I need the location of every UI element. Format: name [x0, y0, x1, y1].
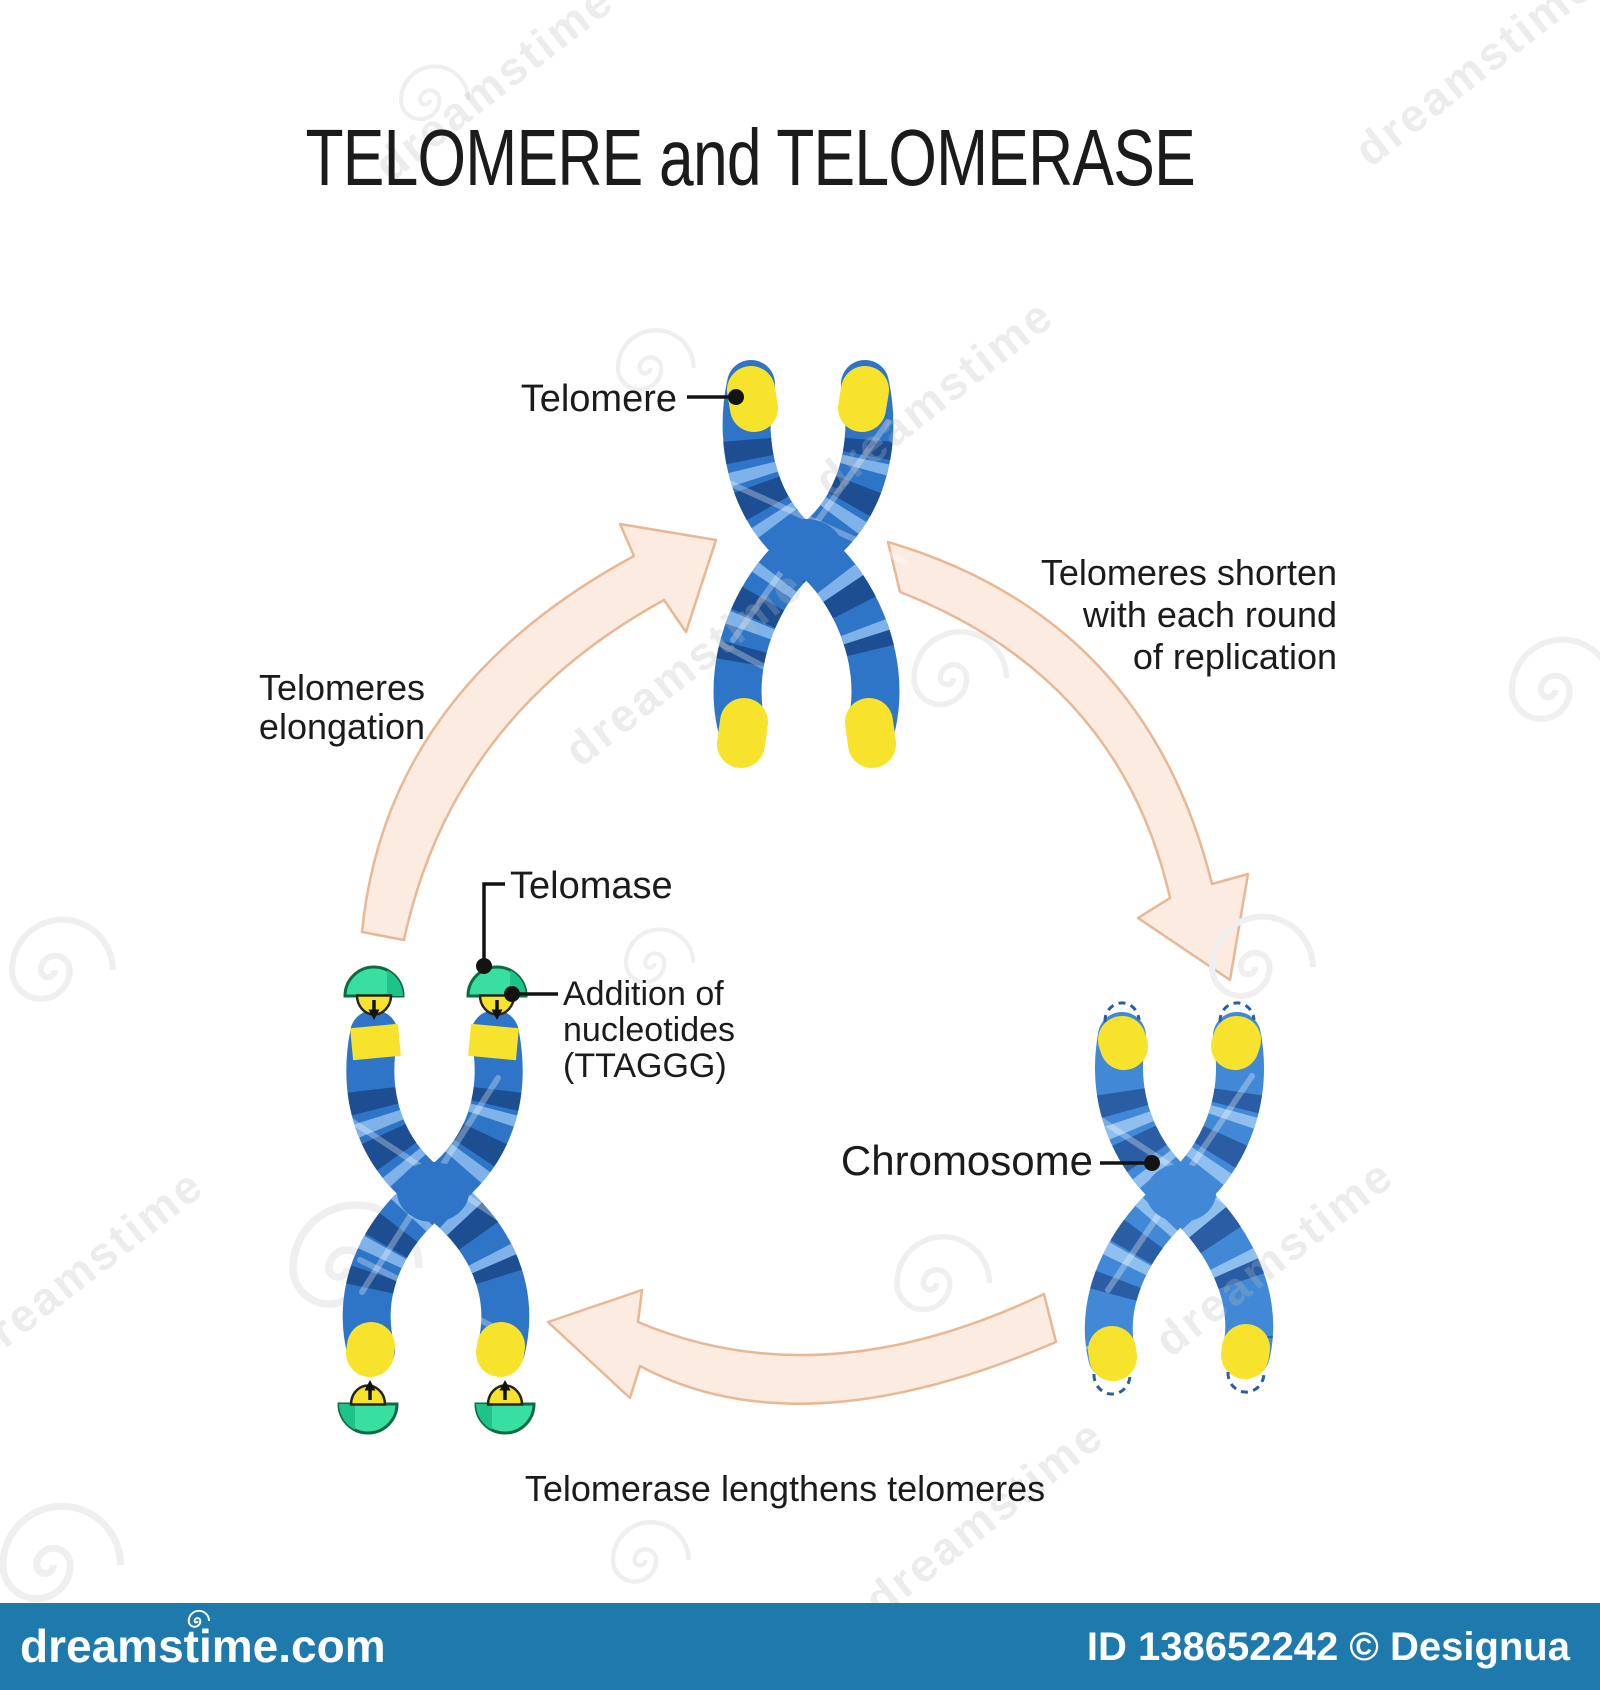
label-chromosome: Chromosome	[840, 1137, 1093, 1184]
label-line: Telomeres	[258, 667, 426, 708]
page-title-text: TELOMERE and TELOMERASE	[305, 113, 1195, 202]
lost-telomere-outline	[1092, 1373, 1132, 1396]
elongated-telomere-tip	[346, 1322, 395, 1377]
short-telomere-tip	[1088, 1326, 1137, 1381]
centromere-top	[769, 519, 843, 581]
arrow-telomeres-shorten	[886, 540, 1250, 982]
short-telomere-tip	[1098, 1016, 1148, 1070]
chromosome-left	[342, 1010, 530, 1377]
telomere-tip	[727, 366, 778, 432]
telomase-leader-line	[482, 882, 505, 960]
lost-telomere-outline	[1226, 1371, 1266, 1394]
short-telomere-tip	[1211, 1016, 1261, 1070]
label-telomase: Telomase	[510, 865, 673, 907]
label-telomeres-elongation: Telomeres elongation	[192, 668, 492, 746]
elongated-telomere-tip	[476, 1322, 525, 1377]
label-line: elongation	[258, 706, 426, 747]
chromosome-right	[1084, 1001, 1274, 1396]
telomere-tip	[717, 698, 768, 768]
label-line: with each round	[1082, 594, 1337, 635]
lost-telomere-outline	[1218, 1001, 1256, 1023]
telomere-tip	[838, 366, 889, 432]
chromosome-leader-dot	[1144, 1155, 1160, 1171]
elongated-telomere-tip	[350, 1023, 401, 1061]
dreamstime-logo: dreamstime.com	[20, 1620, 386, 1672]
elongated-telomere-tip	[468, 1023, 519, 1061]
image-id-credit: ID 138652242 © Designua	[1086, 1625, 1570, 1669]
leader-lines	[476, 389, 1160, 1171]
telomere-leader-dot	[728, 389, 744, 405]
centromere-left	[397, 1162, 469, 1222]
centromere-right	[1146, 1164, 1216, 1222]
label-addition-of-nucleotides: Addition of nucleotides (TTAGGG)	[563, 976, 735, 1084]
label-line: Telomeres shorten	[1040, 552, 1337, 593]
telomase-leader-dot	[476, 958, 492, 974]
label-line: nucleotides	[563, 1011, 736, 1049]
label-line: (TTAGGG)	[563, 1047, 727, 1085]
watermark-footer-bar: dreamstime.com ID 138652242 © Designua	[0, 1603, 1600, 1690]
page-title: TELOMERE and TELOMERASE	[150, 112, 1350, 204]
telomere-tip	[845, 698, 896, 768]
label-line: Addition of	[563, 975, 724, 1013]
label-telomere: Telomere	[520, 378, 677, 420]
cycle-arrows	[360, 522, 1250, 1405]
arrow-telomerase-lengthens	[546, 1288, 1058, 1405]
label-telomerase-lengthens: Telomerase lengthens telomeres	[524, 1468, 1046, 1509]
chromosome-top	[697, 360, 908, 768]
telomerase-enzyme	[337, 1384, 399, 1435]
label-telomeres-shorten: Telomeres shorten with each round of rep…	[1041, 552, 1337, 678]
addition-leader-dot	[504, 986, 520, 1002]
lost-telomere-outline	[1103, 1001, 1141, 1023]
dreamstime-spiral-icon	[187, 1609, 211, 1628]
short-telomere-tip	[1221, 1324, 1270, 1379]
label-line: of replication	[1132, 636, 1337, 677]
arrow-telomeres-elongation	[360, 522, 718, 942]
